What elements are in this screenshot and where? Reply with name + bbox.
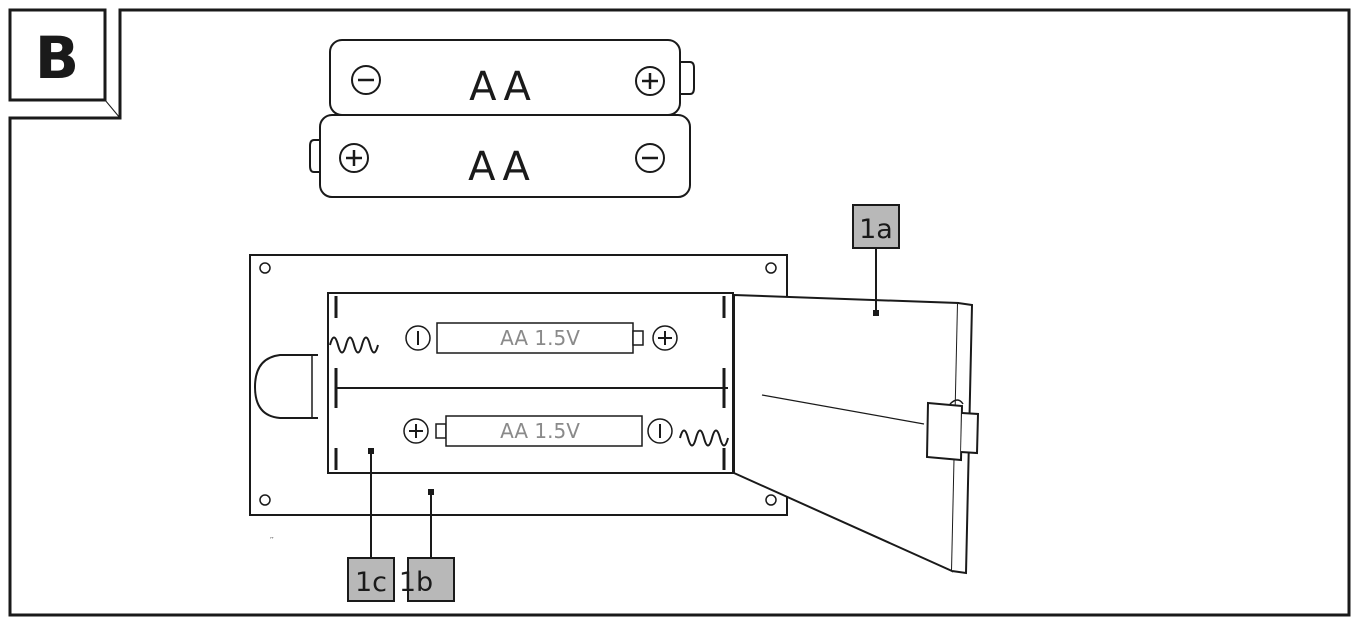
battery-top: AA [329, 39, 695, 116]
plus-terminal-icon [635, 66, 665, 96]
minus-terminal-icon [405, 325, 431, 351]
minus-terminal-icon [647, 418, 673, 444]
battery-label: AA [468, 144, 536, 190]
compartment-lid [733, 293, 980, 575]
marker-1c-dot [368, 448, 374, 454]
spring-contact [679, 429, 729, 447]
plus-terminal-icon [652, 325, 678, 351]
battery-label: AA [469, 64, 537, 110]
callout-1a: 1a [852, 204, 900, 312]
plus-terminal-icon [339, 143, 369, 173]
lid-latch [925, 399, 980, 462]
battery-slot-outline [435, 415, 643, 447]
slot-label: AA 1.5V [500, 326, 580, 350]
callout-1b: 1b [399, 493, 455, 602]
callout-label: 1a [859, 214, 893, 245]
battery-bottom: AA [309, 114, 691, 198]
marker-1b-dot [428, 489, 434, 495]
panel-letter-box: B [8, 8, 121, 119]
minus-terminal-icon [351, 65, 381, 95]
minus-terminal-icon [635, 143, 665, 173]
marker-1a-dot [873, 310, 879, 316]
callout-1c: 1c [347, 452, 395, 602]
battery-slot-outline [436, 322, 644, 354]
plus-terminal-icon [403, 418, 429, 444]
callout-label: 1c [355, 567, 387, 598]
spring-contact [329, 336, 379, 354]
svg-text:,,: ,, [270, 533, 274, 540]
battery-compartment: AA 1.5V AA 1.5V [327, 292, 734, 495]
callout-label: 1b [399, 567, 433, 598]
slot-label: AA 1.5V [500, 419, 580, 443]
panel-letter: B [35, 24, 79, 92]
